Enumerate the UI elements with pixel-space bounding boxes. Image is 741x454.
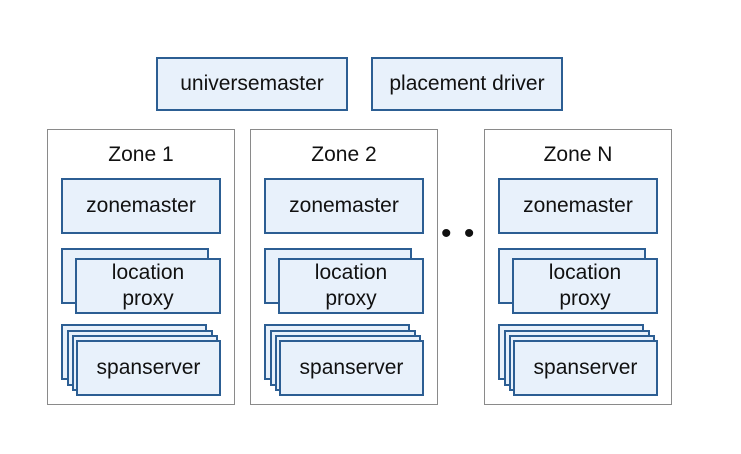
zonemaster-label: zonemaster bbox=[523, 194, 633, 217]
placement-driver-box: placement driver bbox=[371, 57, 563, 111]
location-proxy-box: location proxy bbox=[278, 258, 424, 314]
location-proxy-label: location proxy bbox=[314, 261, 388, 310]
spanserver-box: spanserver bbox=[513, 340, 658, 396]
zonemaster-box: zonemaster bbox=[264, 178, 424, 234]
spanserver-label: spanserver bbox=[96, 356, 201, 379]
spanserver-label: spanserver bbox=[299, 356, 404, 379]
universemaster-box: universemaster bbox=[156, 57, 348, 111]
zonemaster-label: zonemaster bbox=[289, 194, 399, 217]
zone-title: Zone 2 bbox=[311, 143, 377, 166]
location-proxy-label: location proxy bbox=[111, 261, 185, 310]
zonemaster-box: zonemaster bbox=[61, 178, 221, 234]
zonemaster-box: zonemaster bbox=[498, 178, 658, 234]
zone-title: Zone 1 bbox=[108, 143, 174, 166]
zone-title: Zone N bbox=[543, 143, 613, 166]
spanserver-box: spanserver bbox=[76, 340, 221, 396]
spanserver-box: spanserver bbox=[279, 340, 424, 396]
location-proxy-box: location proxy bbox=[512, 258, 658, 314]
spanserver-label: spanserver bbox=[533, 356, 638, 379]
universemaster-label: universemaster bbox=[180, 72, 324, 95]
placement-driver-label: placement driver bbox=[389, 72, 545, 95]
zonemaster-label: zonemaster bbox=[86, 194, 196, 217]
location-proxy-label: location proxy bbox=[548, 261, 622, 310]
location-proxy-box: location proxy bbox=[75, 258, 221, 314]
